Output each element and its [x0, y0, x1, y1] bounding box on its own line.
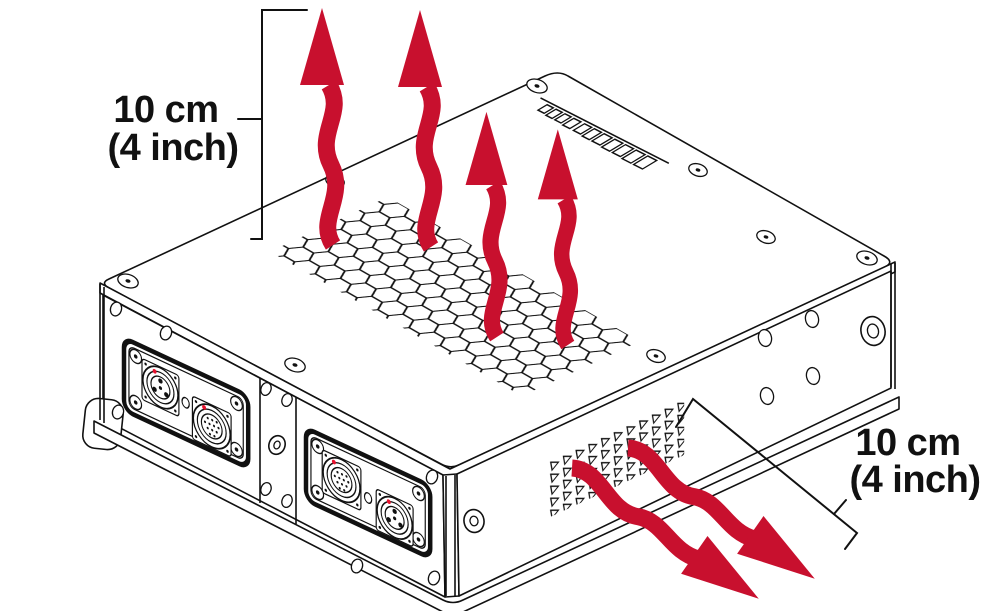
circular-connector-multipin — [191, 396, 232, 457]
right-face-grommet — [463, 508, 485, 534]
corner-edges — [99, 263, 896, 596]
front-face-seam — [259, 378, 297, 524]
panel-screws — [129, 348, 243, 458]
top-clearance-label: 10 cm (4 inch) — [107, 89, 238, 169]
circular-connector-4pin — [141, 358, 180, 417]
side-clearance-label: 10 cm (4 inch) — [849, 422, 980, 501]
front-face-holes — [109, 301, 441, 586]
side-clearance-dimension: 10 cm (4 inch) — [675, 397, 981, 550]
brand-logo — [536, 97, 670, 170]
device-enclosure — [81, 72, 900, 611]
right-face-holes — [463, 309, 886, 534]
panel-screws — [311, 438, 425, 548]
circular-connector-multipin — [321, 449, 362, 511]
lid-screws — [117, 78, 878, 373]
top-vent-hexagonal — [270, 197, 640, 397]
circular-connector-4pin — [375, 489, 414, 547]
side-vent-triangular — [548, 398, 685, 518]
connector-panel-1 — [121, 338, 251, 468]
connector-panel-2 — [303, 428, 433, 558]
right-face-port — [860, 315, 886, 347]
bottom-flange — [93, 396, 900, 611]
top-clearance-dimension: 10 cm (4 inch) — [107, 9, 308, 240]
